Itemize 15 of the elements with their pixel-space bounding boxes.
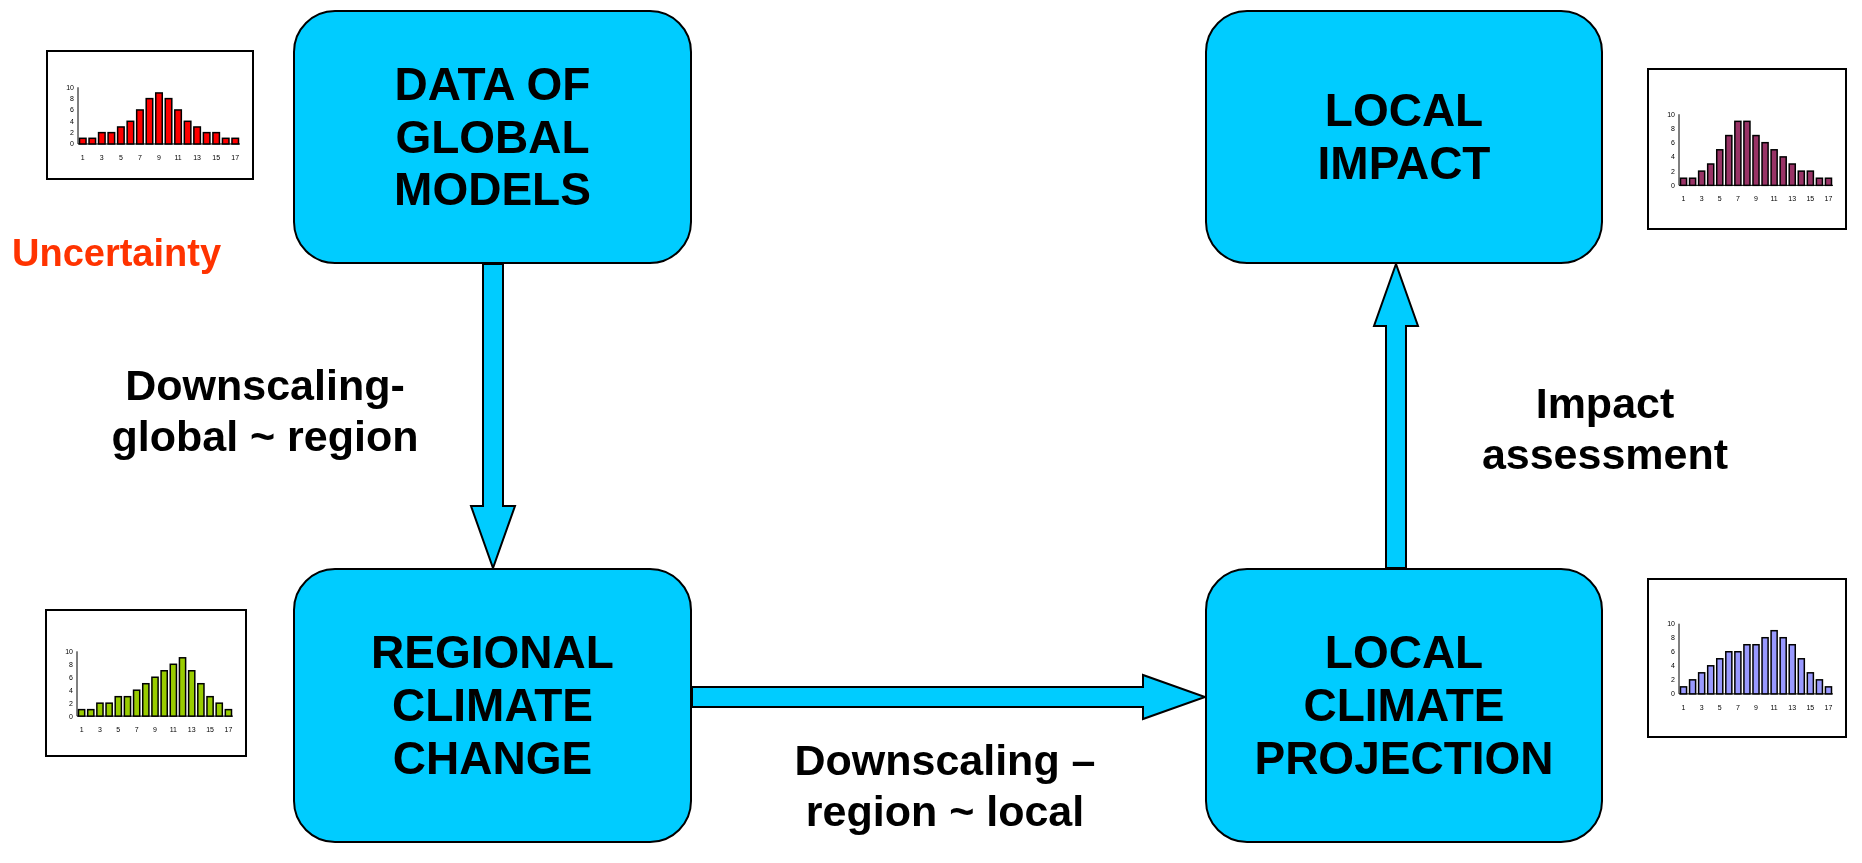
process-box [1205, 10, 1603, 264]
edge-label: Impact assessment [1480, 378, 1730, 480]
block-arrow [1372, 261, 1420, 569]
edge-label: Downscaling – region ~ local [793, 735, 1097, 837]
block-arrow [469, 263, 517, 571]
annotation-text: Uncertainty [12, 232, 222, 275]
process-box [293, 10, 692, 264]
box-title: DATA OF GLOBAL MODELS [393, 57, 592, 217]
box-title: LOCAL CLIMATE PROJECTION [1253, 626, 1555, 785]
block-arrow [691, 673, 1208, 721]
process-box [293, 568, 692, 843]
process-box [1205, 568, 1603, 843]
box-title: REGIONAL CLIMATE CHANGE [370, 626, 615, 785]
box-title: LOCAL IMPACT [1316, 84, 1492, 190]
edge-label: Downscaling- global ~ region [110, 360, 420, 462]
